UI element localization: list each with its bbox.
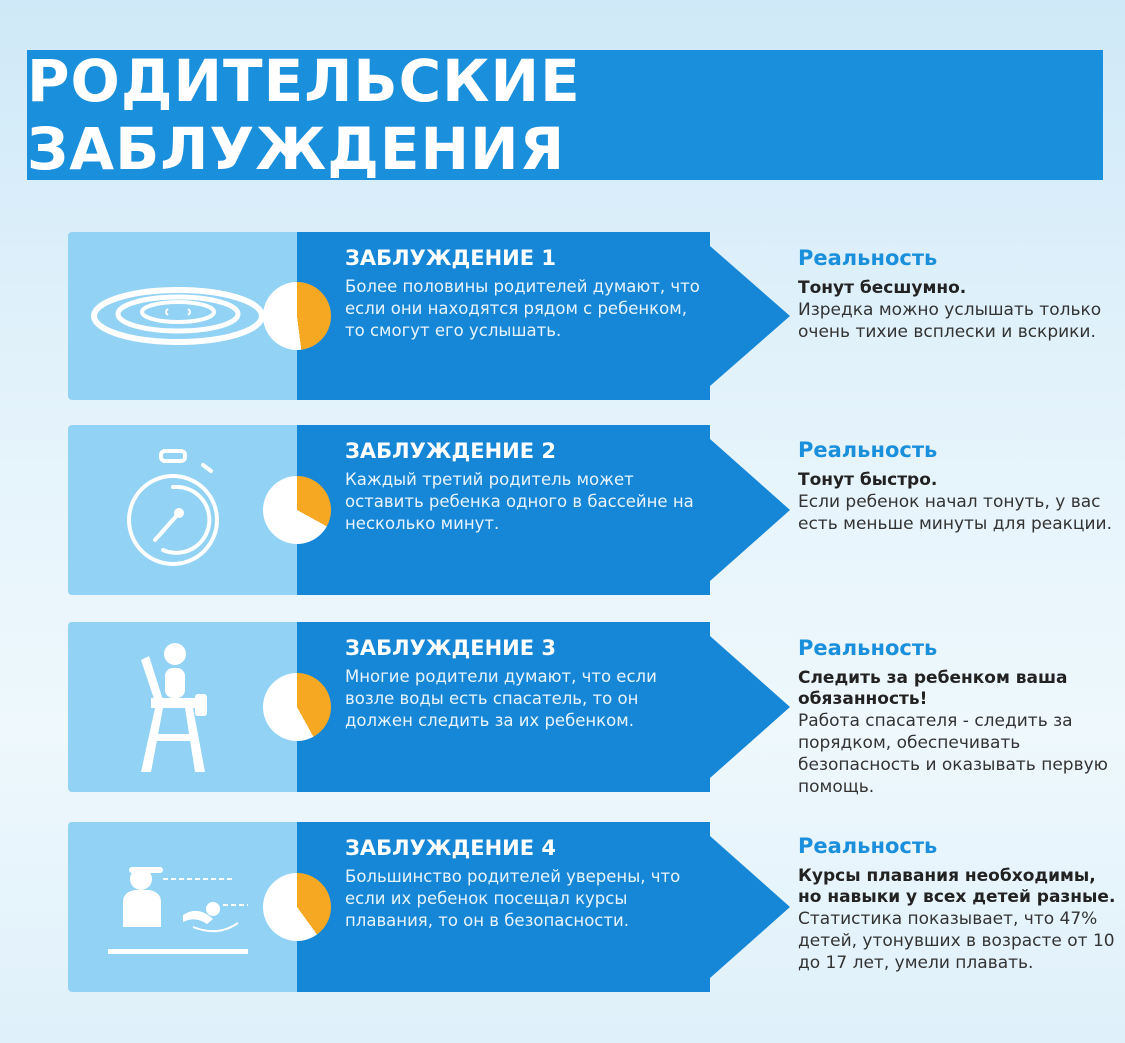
reality-label: Реальность [798, 834, 938, 858]
myth-heading: ЗАБЛУЖДЕНИЕ 3 [345, 636, 556, 660]
water-ripple-icon [78, 232, 278, 400]
swim-instructor-icon [78, 822, 278, 992]
myth-text: Каждый третий родитель может оставить ре… [345, 470, 694, 533]
reality-4: Реальность Курсы плавания необходимы, но… [798, 834, 1118, 974]
title-banner: РОДИТЕЛЬСКИЕ ЗАБЛУЖДЕНИЯ [27, 47, 1103, 183]
reality-text: Изредка можно услышать только очень тихи… [798, 300, 1102, 342]
reality-1: Реальность Тонут бесшумно. Изредка можно… [798, 246, 1118, 343]
myth-card-1: ЗАБЛУЖДЕНИЕ 1 Более половины родителей д… [68, 232, 790, 400]
myth-text: Многие родители думают, что если возле в… [345, 667, 657, 730]
reality-3: Реальность Следить за ребенком ваша обяз… [798, 636, 1118, 798]
reality-bold: Курсы плавания необходимы, но навыки у в… [798, 866, 1116, 907]
reality-bold: Тонут бесшумно. [798, 278, 967, 298]
reality-label: Реальность [798, 636, 938, 660]
reality-label: Реальность [798, 246, 938, 270]
lifeguard-chair-icon [78, 622, 278, 792]
myth-card-2: ЗАБЛУЖДЕНИЕ 2 Каждый третий родитель мож… [68, 425, 790, 595]
myth-text: Более половины родителей думают, что есл… [345, 277, 700, 340]
reality-bold: Следить за ребенком ваша обязанность! [798, 668, 1068, 709]
stopwatch-icon [78, 425, 278, 595]
myth-heading: ЗАБЛУЖДЕНИЕ 2 [345, 439, 556, 463]
reality-text: Статистика показывает, что 47% детей, ут… [798, 909, 1115, 973]
pie-chart [263, 673, 331, 741]
pie-chart [263, 873, 331, 941]
myth-card-3: ЗАБЛУЖДЕНИЕ 3 Многие родители думают, чт… [68, 622, 790, 792]
page-title: РОДИТЕЛЬСКИЕ ЗАБЛУЖДЕНИЯ [27, 47, 581, 183]
myth-heading: ЗАБЛУЖДЕНИЕ 1 [345, 246, 556, 270]
myth-card-4: ЗАБЛУЖДЕНИЕ 4 Большинство родителей увер… [68, 822, 790, 992]
reality-2: Реальность Тонут быстро. Если ребенок на… [798, 438, 1118, 535]
reality-label: Реальность [798, 438, 938, 462]
pie-chart [263, 282, 331, 350]
reality-bold: Тонут быстро. [798, 470, 938, 490]
reality-text: Если ребенок начал тонуть, у вас есть ме… [798, 492, 1113, 534]
myth-text: Большинство родителей уверены, что если … [345, 867, 681, 930]
pie-chart [263, 476, 331, 544]
reality-text: Работа спасателя - следить за порядком, … [798, 711, 1108, 797]
myth-heading: ЗАБЛУЖДЕНИЕ 4 [345, 836, 556, 860]
